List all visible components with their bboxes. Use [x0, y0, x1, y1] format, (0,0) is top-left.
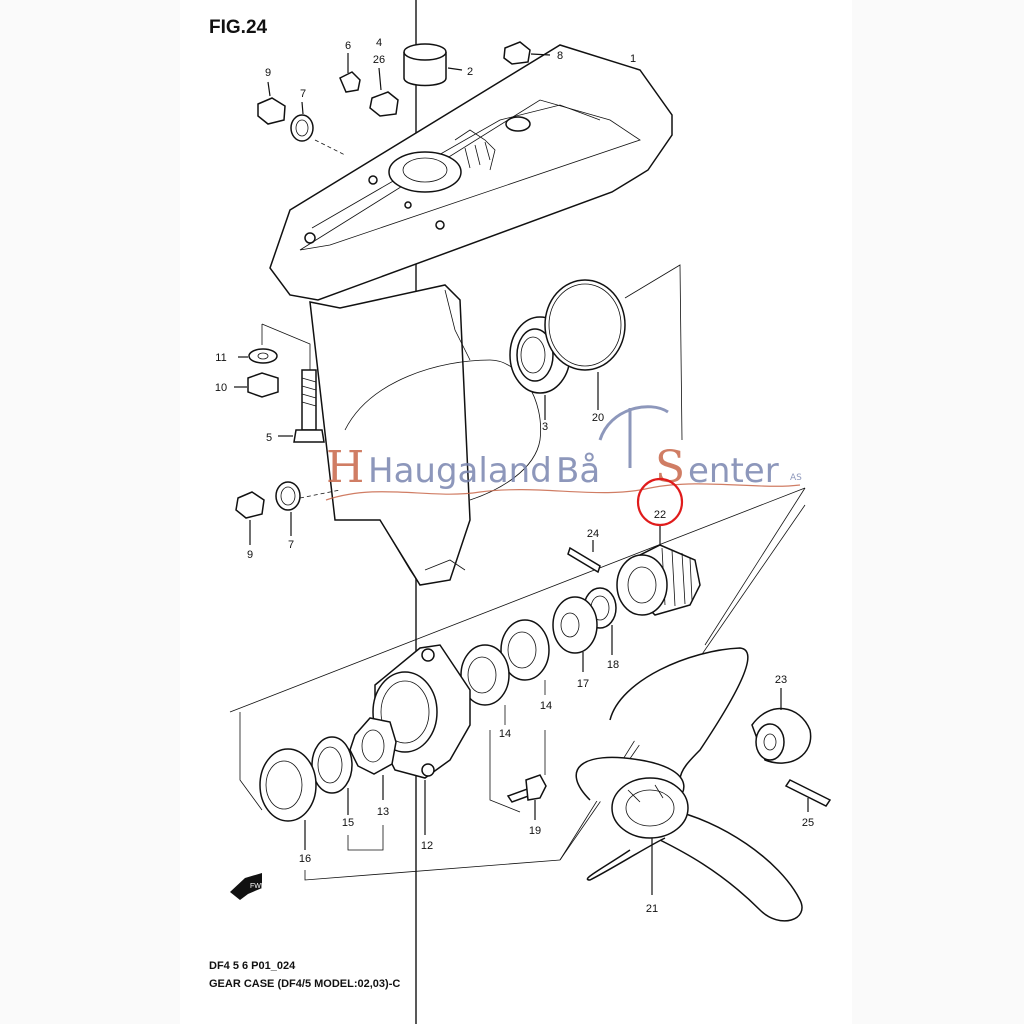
- part-16: [259, 748, 317, 850]
- watermark-s: S: [655, 442, 685, 493]
- part-25: [784, 779, 832, 812]
- label-22: 22: [654, 509, 666, 521]
- watermark-text-left: Haugaland: [368, 451, 552, 491]
- label-7-top: 7: [300, 88, 306, 100]
- watermark-text-bo: Bå: [556, 451, 600, 491]
- highlight-circle: [636, 477, 684, 527]
- label-23: 23: [775, 674, 787, 686]
- label-13: 13: [377, 806, 389, 818]
- part-9-bottom: [235, 491, 265, 545]
- label-8: 8: [557, 50, 563, 62]
- figure-title: FIG.24: [209, 17, 268, 38]
- part-2: [403, 43, 463, 87]
- label-11: 11: [215, 352, 226, 364]
- fwd-arrow-icon: FWD: [230, 873, 266, 900]
- label-16: 16: [299, 853, 311, 865]
- part-20: [544, 279, 626, 410]
- watermark-text-right: enter: [688, 451, 779, 491]
- part-9-top: [257, 81, 286, 125]
- label-17: 17: [577, 678, 589, 690]
- watermark-suffix: AS: [790, 473, 802, 483]
- part-21: [575, 647, 803, 922]
- label-3: 3: [542, 421, 548, 433]
- part-24: [567, 540, 601, 574]
- part-labels: 1 2 3 4 26 5 6 7 7 8 9 9 10 11 12 13 14 …: [215, 37, 814, 915]
- label-24: 24: [587, 528, 599, 540]
- part-7-bottom: [275, 481, 341, 536]
- part-6: [339, 53, 361, 93]
- part-14-b: [460, 644, 510, 706]
- label-7-bottom: 7: [288, 539, 294, 551]
- label-15: 15: [342, 817, 354, 829]
- label-4: 4: [376, 37, 382, 49]
- figure-caption: GEAR CASE (DF4/5 MODEL:02,03)-C: [209, 978, 400, 990]
- label-14-b: 14: [540, 700, 552, 712]
- label-1: 1: [630, 53, 636, 65]
- label-6: 6: [345, 40, 351, 52]
- part-11: [238, 348, 278, 364]
- part-5: [278, 369, 325, 443]
- fwd-label: FWD: [250, 883, 266, 890]
- part-26: [369, 67, 399, 117]
- part-10: [234, 372, 279, 398]
- part-17: [552, 596, 598, 672]
- label-10: 10: [215, 382, 227, 394]
- part-13: [349, 717, 397, 800]
- watermark: H Haugaland Bå S enter AS: [325, 405, 802, 501]
- figure-code: DF4 5 6 P01_024: [209, 960, 296, 972]
- label-9-bottom: 9: [247, 549, 253, 561]
- part-23: [751, 688, 812, 764]
- part-19: [506, 774, 547, 820]
- label-21: 21: [646, 903, 658, 915]
- part-22: [616, 525, 701, 616]
- watermark-h: H: [326, 442, 364, 493]
- part-14-a: [500, 619, 550, 681]
- label-26: 26: [373, 54, 385, 66]
- label-9-top: 9: [265, 67, 271, 79]
- label-19: 19: [529, 825, 541, 837]
- label-18: 18: [607, 659, 619, 671]
- label-5: 5: [266, 432, 272, 444]
- gear-case: [269, 44, 673, 586]
- label-12: 12: [421, 840, 433, 852]
- label-20: 20: [592, 412, 604, 424]
- label-25: 25: [802, 817, 814, 829]
- label-2: 2: [467, 66, 473, 78]
- part-8: [503, 41, 551, 65]
- part-7-top: [290, 101, 314, 142]
- label-14-a: 14: [499, 728, 511, 740]
